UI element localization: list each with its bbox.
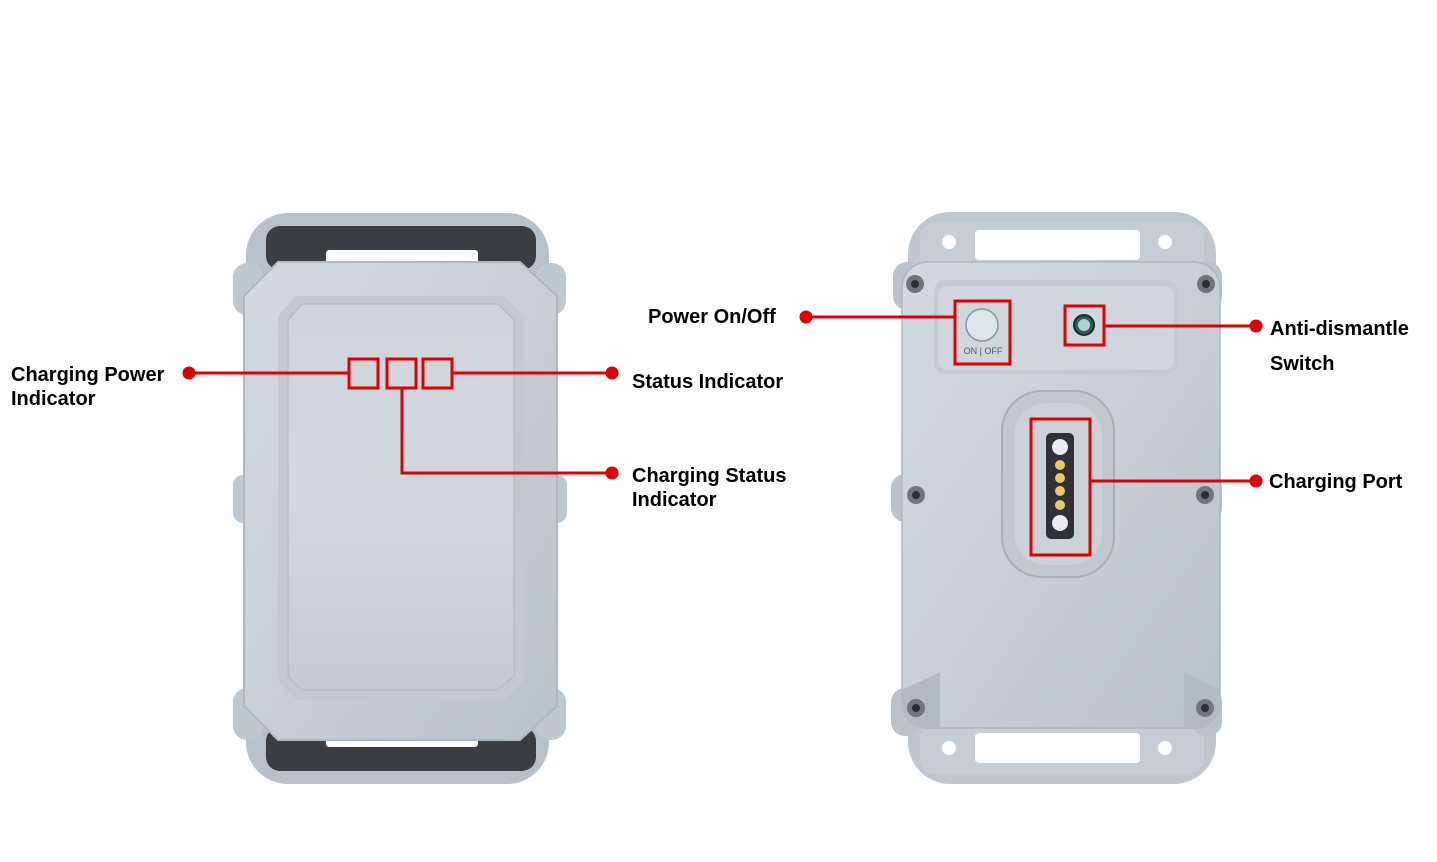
back-top-slot [975,230,1140,260]
front-top-slot [326,250,478,264]
screw-icon [1201,704,1209,712]
front-face [287,303,515,691]
charging-pin-1 [1055,460,1065,470]
back-bottom-hole-right [1158,741,1172,755]
charging-port-box [1029,417,1092,557]
screw-icon [912,704,920,712]
label-line: Switch [1270,353,1335,375]
anti-dismantle-switch-label: Anti-dismantle Switch [1270,312,1409,382]
label-line: Charging Status [632,465,787,487]
back-top-hole-left [942,235,956,249]
back-bottom-slot [975,733,1140,763]
anti-dismantle-dot [1249,319,1263,333]
power-button[interactable] [965,308,999,342]
label-line: Charging Port [1269,471,1403,493]
charging-port-label: Charging Port [1269,470,1402,494]
label-line: Indicator [632,489,717,511]
charging-port-dot [1249,474,1263,488]
charging-status-leader-line [400,388,612,475]
back-screws [906,275,1215,717]
screw-icon [1202,280,1210,288]
back-control-panel-face [938,286,1174,370]
back-device: ON | OFF [891,212,1222,784]
charging-pin-bottom [1052,515,1068,531]
power-on-off-label: Power On/Off [648,305,776,329]
charging-pin-3 [1055,486,1065,496]
charging-power-indicator-label: Charging Power Indicator [11,363,164,411]
charging-status-dot [605,466,619,480]
label-line: Status Indicator [632,371,784,393]
label-line: Power On/Off [648,306,776,328]
status-indicator-label: Status Indicator [632,370,783,394]
charging-pin-2 [1055,473,1065,483]
charging-power-dot [182,366,196,380]
back-top-hole-right [1158,235,1172,249]
label-line: Anti-dismantle [1270,318,1409,340]
back-bottom-hole-left [942,741,956,755]
label-line: Charging Power [11,364,165,386]
power-button-box [953,299,1012,366]
back-callouts [806,299,1256,557]
label-line: Indicator [11,388,96,410]
front-device [233,213,567,784]
charging-status-indicator-label: Charging Status Indicator [632,464,786,512]
screw-icon [1201,491,1209,499]
power-button-print: ON | OFF [964,346,1003,356]
anti-dismantle-switch-lens [1078,319,1090,331]
charging-pin-top [1052,439,1068,455]
front-callouts [189,357,612,475]
screw-icon [912,491,920,499]
status-dot [605,366,619,380]
screw-icon [911,280,919,288]
power-dot [799,310,813,324]
charging-pin-4 [1055,500,1065,510]
